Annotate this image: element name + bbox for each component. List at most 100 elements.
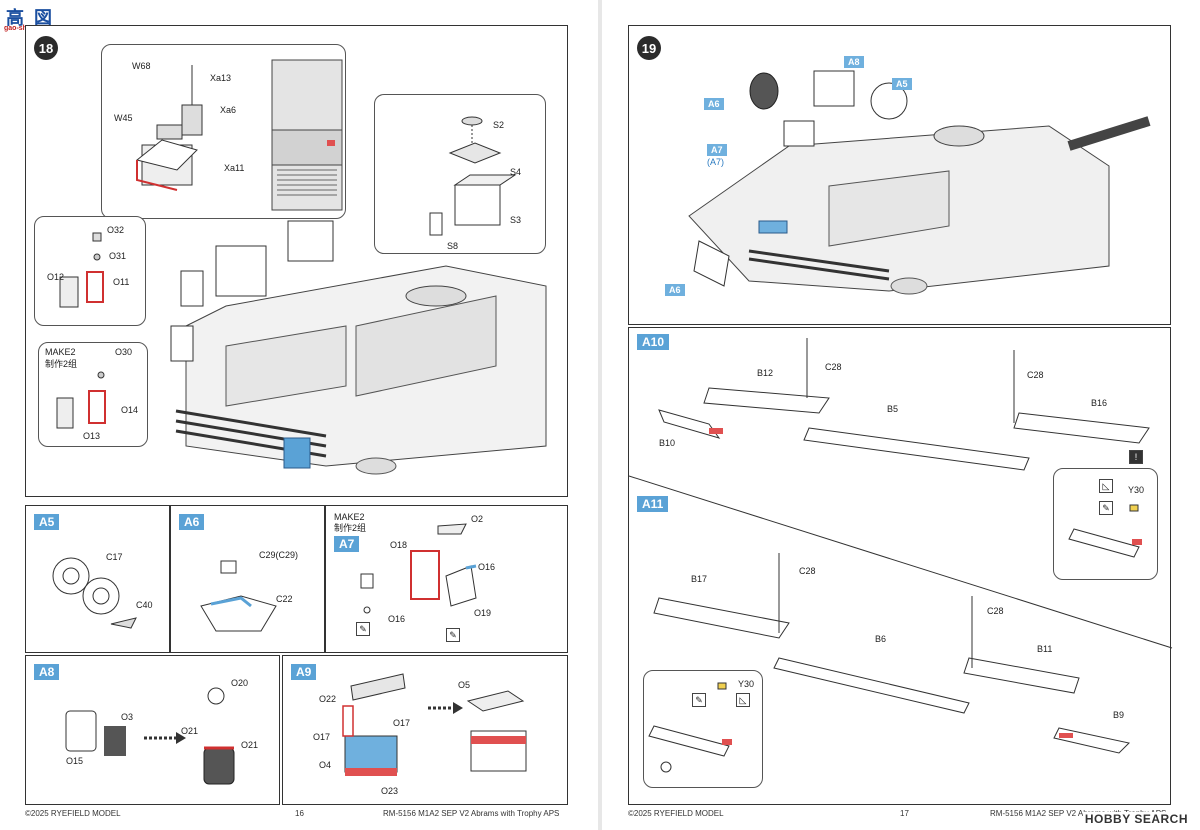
part-label-c28b: C28	[1027, 370, 1044, 380]
part-label-o16a: O16	[478, 562, 496, 572]
can-o14-drawing	[56, 371, 106, 429]
instruction-page-right: 19 A8 A6 A5 A7 (A7) A6 A10	[602, 0, 1200, 830]
subassembly-tag-a9: A9	[291, 664, 317, 680]
tank-turret-drawing	[170, 220, 547, 475]
part-label-o31: O31	[109, 251, 127, 261]
sand-icon: ◺	[736, 693, 750, 707]
part-label-o18: O18	[390, 540, 408, 550]
part-label-o21b: O21	[241, 740, 259, 750]
callout-can-o14: MAKE2 制作2组 O30 O14 O13	[38, 342, 148, 447]
part-label-o3: O3	[121, 712, 134, 722]
subassembly-tag-a8: A8	[34, 664, 60, 680]
part-label-b6: B6	[875, 634, 887, 644]
subassembly-a10-a11-frame: A10 B12 C28 C28 B5 B16 B10 ! ◺ ✎ Y30	[628, 327, 1173, 805]
part-label-c22: C22	[276, 594, 293, 604]
part-label-s2: S2	[493, 120, 505, 130]
callout-tag-a7-ref: (A7)	[707, 157, 725, 167]
knife-icon: ✎	[692, 693, 706, 707]
stowage-box-drawing	[135, 59, 343, 211]
part-label-b5: B5	[887, 404, 899, 414]
a7-drawing	[360, 523, 477, 614]
part-label-o13: O13	[83, 431, 101, 441]
part-label-o17b: O17	[393, 718, 411, 728]
part-label-o30: O30	[115, 347, 133, 357]
part-label-xa6: Xa6	[220, 105, 237, 115]
footer-title: RM-5156 M1A2 SEP V2 Abrams with Trophy A…	[990, 809, 1167, 818]
watermark: HOBBY SEARCH	[1082, 812, 1190, 826]
sensor-box-drawing	[429, 116, 517, 236]
footer-page-number: 16	[295, 809, 304, 818]
subassembly-tag-a5: A5	[34, 514, 60, 530]
part-label-o22: O22	[319, 694, 337, 704]
make-label-cn: 制作2组	[334, 523, 367, 533]
part-label-o15: O15	[66, 756, 84, 766]
part-label-o2: O2	[471, 514, 484, 524]
subassembly-a6-frame: A6 C29(C29) C22	[170, 505, 325, 653]
step-number: 18	[34, 36, 58, 60]
part-label-o16b: O16	[388, 614, 406, 624]
part-label-o32: O32	[107, 225, 125, 235]
warning-icon: !	[1129, 450, 1143, 464]
part-label-o21a: O21	[181, 726, 199, 736]
page-gutter	[598, 0, 602, 830]
callout-y30-detail-bottom: ✎ ◺ Y30	[643, 670, 763, 788]
step-number: 19	[637, 36, 661, 60]
part-label-b17: B17	[691, 574, 708, 584]
part-label-b12: B12	[757, 368, 774, 378]
a11-drawing	[653, 553, 1131, 754]
part-label-s3: S3	[510, 215, 522, 225]
a9-drawing	[342, 673, 527, 776]
a8-drawing	[65, 687, 235, 785]
subassembly-tag-a11: A11	[637, 496, 669, 512]
instruction-page-left: 高 図 gao-shou.com 18	[0, 0, 598, 830]
callout-stowage-box: W68 Xa13 Xa6 W45 Xa11	[101, 44, 346, 219]
logo-char-2: 図	[34, 8, 52, 28]
part-label-o17a: O17	[313, 732, 331, 742]
part-label-w45: W45	[114, 113, 133, 123]
part-label-s8: S8	[447, 241, 459, 251]
footer-copyright: ©2025 RYEFIELD MODEL	[25, 809, 121, 818]
subassembly-a8-frame: A8 O3 O15 O20 O21 O21	[25, 655, 280, 805]
y30-detail-drawing-2	[648, 682, 732, 773]
part-label-o20: O20	[231, 678, 249, 688]
y30-detail-drawing	[1068, 504, 1142, 558]
a10-drawing	[658, 338, 1150, 471]
part-label-o19: O19	[474, 608, 492, 618]
tank-turret-drawing	[688, 70, 1151, 295]
callout-y30-detail-top: ◺ ✎ Y30	[1053, 468, 1158, 580]
part-label-b11: B11	[1037, 644, 1053, 654]
make-label: MAKE2	[334, 512, 365, 522]
part-label-w68: W68	[132, 61, 151, 71]
callout-tag-a5: A5	[892, 78, 912, 90]
a5-drawing	[52, 557, 137, 629]
callout-can-o11: O32 O31 O12 O11	[34, 216, 146, 326]
subassembly-a5-frame: A5 C17 C40	[25, 505, 170, 653]
callout-tag-a6: A6	[704, 98, 724, 110]
part-label-xa13: Xa13	[210, 73, 232, 83]
footer-copyright: ©2025 RYEFIELD MODEL	[628, 809, 724, 818]
part-label-c40: C40	[136, 600, 153, 610]
callout-tag-a8: A8	[844, 56, 864, 68]
part-label-o12: O12	[47, 272, 65, 282]
sand-icon: ◺	[1099, 479, 1113, 493]
logo-char-1: 高	[6, 8, 24, 28]
diagonal-divider	[628, 475, 1173, 649]
a6-drawing	[200, 560, 277, 632]
step-19-frame: 19 A8 A6 A5 A7 (A7) A6	[628, 25, 1171, 325]
part-label-y30a: Y30	[1128, 485, 1145, 495]
can-o11-drawing	[59, 232, 104, 308]
part-label-b9: B9	[1113, 710, 1125, 720]
part-label-s4: S4	[510, 167, 522, 177]
part-label-o14: O14	[121, 405, 139, 415]
part-label-b16: B16	[1091, 398, 1108, 408]
part-label-o5: O5	[458, 680, 471, 690]
glue-icon: ✎	[356, 622, 370, 636]
part-label-c28a: C28	[825, 362, 842, 372]
subassembly-tag-a10: A10	[637, 334, 670, 350]
make-label-cn: 制作2组	[45, 359, 78, 369]
part-label-o23: O23	[381, 786, 399, 796]
callout-tag-a7: A7	[707, 144, 727, 156]
part-label-o11: O11	[113, 277, 130, 287]
subassembly-a9-frame: A9 O22 O5 O17 O17 O4 O23	[282, 655, 568, 805]
part-label-xa11: Xa11	[224, 163, 245, 173]
